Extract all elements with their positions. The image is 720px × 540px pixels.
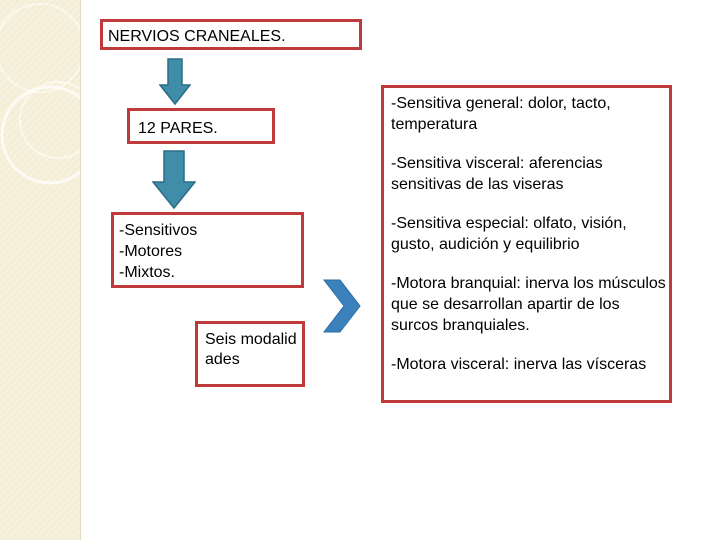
seis-label: Seis modalidades: [205, 331, 297, 368]
types-list: -Sensitivos -Motores -Mixtos.: [119, 220, 197, 283]
modalidad-item: -Motora visceral: inerva las vísceras: [391, 356, 647, 373]
modalidad-item: -Motora branquial: inerva los músculos q…: [391, 275, 666, 334]
type-item: -Sensitivos: [119, 222, 198, 239]
title-box: NERVIOS CRANEALES.: [100, 19, 362, 50]
pares-label: 12 PARES.: [138, 120, 218, 137]
decorative-side-strip: [0, 0, 81, 540]
types-box: -Sensitivos -Motores -Mixtos.: [111, 212, 304, 288]
modalidad-item: -Sensitiva visceral: aferencias sensitiv…: [391, 155, 603, 193]
down-arrow-icon: [152, 150, 196, 210]
modalidades-box: [381, 85, 672, 403]
type-item: -Mixtos.: [119, 264, 175, 281]
seis-box: Seis modalidades: [195, 321, 305, 387]
type-item: -Motores: [119, 243, 183, 260]
modalidad-item: -Sensitiva general: dolor, tacto, temper…: [391, 95, 611, 133]
decorative-circles-icon: [0, 3, 80, 185]
chevron-right-icon: [322, 279, 361, 333]
page-title: NERVIOS CRANEALES.: [108, 28, 286, 45]
down-arrow-icon: [159, 58, 191, 106]
modalidad-item: -Sensitiva especial: olfato, visión, gus…: [391, 215, 627, 253]
modalidades-list: -Sensitiva general: dolor, tacto, temper…: [391, 93, 666, 393]
pares-box: 12 PARES.: [127, 108, 275, 144]
